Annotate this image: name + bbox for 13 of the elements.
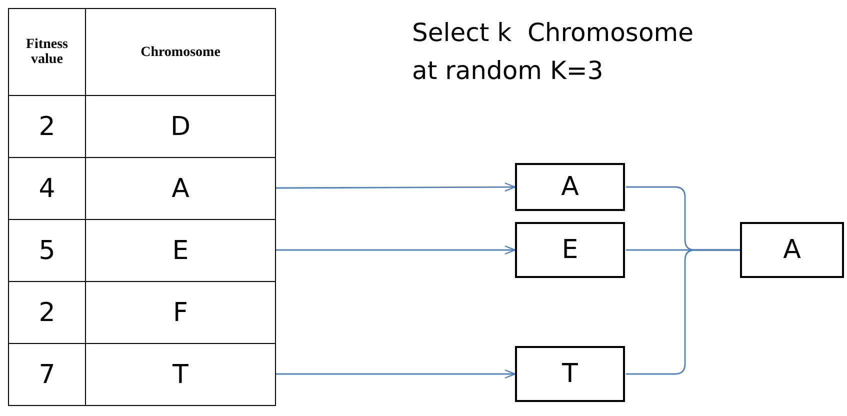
arrow bbox=[276, 369, 516, 379]
arrow bbox=[276, 245, 516, 255]
chromosome-cell: T bbox=[85, 343, 276, 406]
title: Select k Chromosome at random K=3 bbox=[412, 17, 694, 87]
column-header: Fitness value bbox=[8, 8, 86, 96]
selected-chromosome-box: A bbox=[740, 222, 844, 278]
fitness-value: 7 bbox=[8, 343, 86, 406]
chromosome-box: A bbox=[515, 163, 625, 211]
column-header: Chromosome bbox=[85, 8, 276, 96]
chromosome-box: T bbox=[515, 346, 625, 402]
arrow bbox=[276, 182, 516, 192]
bracket-line bbox=[626, 249, 740, 375]
chromosome-box: E bbox=[515, 222, 625, 278]
